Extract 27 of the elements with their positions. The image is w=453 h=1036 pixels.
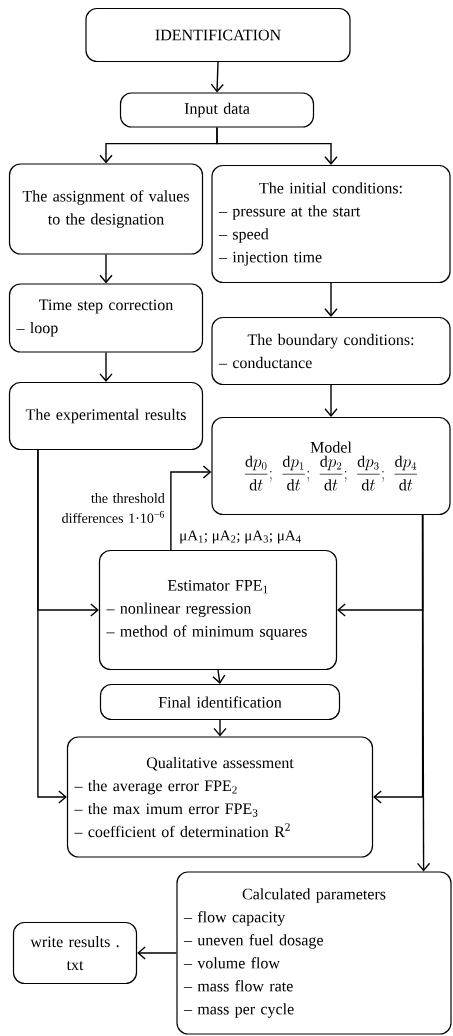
process-box: Estimator FPE$_{1}$ – nonlinear regression – method of minimum squares	[98, 549, 338, 671]
arrow	[170, 465, 212, 551]
process-box: Qualitative assessment – the average error FPE$_{2}$ – the max imum error FPE$_{3}$ – coefficient of determination R$^{2}$	[66, 736, 374, 858]
process-box: Input data	[119, 92, 315, 128]
arrow	[37, 449, 67, 804]
arrow	[137, 946, 178, 960]
process-box: The assignment of values to the designation	[8, 163, 204, 255]
signal-label: μA$_{1}$; μA$_{2}$; μA$_{3}$; μA$_{4}$	[180, 530, 301, 544]
title-box: IDENTIFICATION	[85, 7, 351, 63]
arrow	[212, 669, 226, 684]
arrow	[213, 719, 227, 737]
process-box: Model $\frac{\mathrm{d}p_0}{\mathrm{d}t};\ \frac{\mathrm{d}p_1}{\mathrm{d}t};\ \frac{\mathrm{d}p_2}{\mathrm{d}t};\ \frac{\mathrm{d}p_3}{\mathrm{d}t};\ \frac{\mathrm{d}p_4}{\mathrm{d}t}$	[211, 416, 451, 516]
arrow	[210, 61, 224, 93]
process-box: The initial conditions: – pressure at the start – speed – injection time	[211, 164, 451, 284]
process-box: write results . txt	[12, 921, 138, 985]
arrow	[216, 126, 338, 165]
process-box: Calculated parameters – flow capacity – uneven fuel dosage – volume flow – mass flow rate – mass per cycle	[176, 871, 452, 1035]
process-box: The boundary conditions: – conductance	[211, 316, 451, 386]
process-box: Final identification	[99, 683, 341, 721]
process-box: The experimental results	[8, 381, 204, 451]
arrow	[416, 514, 431, 872]
arrow	[324, 384, 338, 417]
process-box: Time step correction – loop	[8, 283, 204, 353]
arrow	[99, 351, 113, 382]
edge-label: the threshold differences 1·10$^{−6}$	[59, 492, 166, 524]
arrow	[99, 253, 113, 284]
arrow	[324, 282, 338, 317]
